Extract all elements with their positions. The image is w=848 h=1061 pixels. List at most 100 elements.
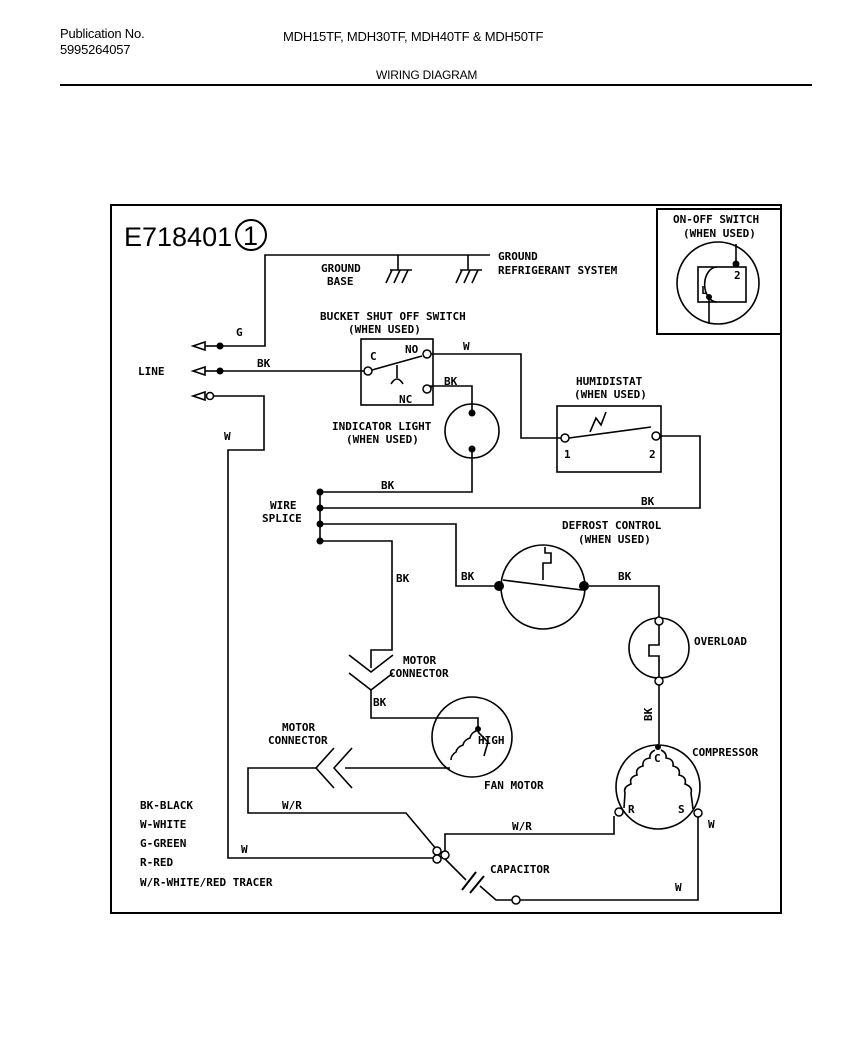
onoff-switch-box bbox=[656, 208, 782, 335]
legend-item: W/R-WHITE/RED TRACER bbox=[140, 876, 273, 889]
humidistat-arm bbox=[568, 426, 652, 439]
wire-splice-terminals bbox=[316, 488, 324, 545]
motor-connector-lower-label-2: CONNECTOR bbox=[268, 734, 328, 747]
wire-label-bk-fan: BK bbox=[373, 696, 387, 709]
humidistat-terminal-1-label: 1 bbox=[564, 448, 571, 461]
section-title: WIRING DIAGRAM bbox=[376, 68, 478, 82]
humidistat-title: HUMIDISTAT bbox=[576, 375, 643, 388]
diagram-id: E718401 bbox=[124, 222, 232, 252]
motor-connector-upper-label-2: CONNECTOR bbox=[389, 667, 449, 680]
wire-label-g: G bbox=[236, 326, 243, 339]
defrost-control-when-used: (WHEN USED) bbox=[578, 533, 651, 546]
wire-label-bk-defrost-out: BK bbox=[618, 570, 632, 583]
indicator-bk-wire bbox=[430, 385, 473, 413]
defrost-control-title: DEFROST CONTROL bbox=[562, 519, 662, 532]
bucket-switch-title: BUCKET SHUT OFF SWITCH bbox=[320, 310, 466, 323]
wire-label-w-line: W bbox=[224, 430, 231, 443]
defrost-control-body bbox=[500, 544, 586, 630]
motor-connector-upper bbox=[348, 654, 394, 708]
fan-motor-high-lead bbox=[477, 731, 489, 757]
legend-item: W-WHITE bbox=[140, 818, 186, 831]
capacitor-lead-right bbox=[479, 885, 512, 901]
humidistat-actuator bbox=[589, 411, 607, 433]
wire-label-bk-splice-1: BK bbox=[381, 479, 395, 492]
onoff-switch-rocker bbox=[697, 266, 747, 303]
indicator-to-splice-wire bbox=[320, 449, 473, 493]
publication-number: 5995264057 bbox=[60, 42, 131, 57]
compressor-terminal-r-label: R bbox=[628, 803, 635, 816]
wire-label-w-bottom: W bbox=[241, 843, 248, 856]
compressor-terminal-c bbox=[655, 744, 661, 750]
wire-label-bk-overload: BK bbox=[642, 707, 655, 721]
overload-terminal-top bbox=[654, 616, 664, 626]
humidistat-terminal-1 bbox=[560, 433, 570, 443]
wire-label-bk-motor: BK bbox=[396, 572, 410, 585]
wire-label-bk-line: BK bbox=[257, 357, 271, 370]
capacitor-lead-left bbox=[444, 858, 467, 881]
legend-item: BK-BLACK bbox=[140, 799, 193, 812]
capacitor-plate-2 bbox=[469, 875, 485, 894]
humidistat-body bbox=[556, 405, 662, 473]
bucket-switch-arm bbox=[371, 355, 423, 371]
motor-connector-lower-label-1: MOTOR bbox=[282, 721, 315, 734]
line-label: LINE bbox=[138, 365, 165, 378]
onoff-switch-title: ON-OFF SWITCH bbox=[673, 213, 759, 226]
onoff-switch-lever bbox=[703, 266, 718, 303]
compressor-terminal-s-label: S bbox=[678, 803, 685, 816]
humidistat-terminal-2 bbox=[651, 431, 661, 441]
humidistat-to-splice-wire bbox=[320, 435, 701, 509]
capacitor-wr-wire bbox=[444, 816, 615, 851]
overload-label: OVERLOAD bbox=[694, 635, 747, 648]
capacitor-out-terminal bbox=[511, 895, 521, 905]
bucket-terminal-nc bbox=[422, 384, 432, 394]
splice-to-defrost-wire bbox=[320, 523, 494, 587]
motor-connector-upper-label-1: MOTOR bbox=[403, 654, 436, 667]
ground-refrigerant-symbol bbox=[455, 255, 482, 284]
bucket-switch-actuator bbox=[390, 365, 404, 385]
wire-splice-label-1: WIRE bbox=[270, 499, 297, 512]
fan-motor-terminal-high bbox=[475, 726, 481, 732]
compressor-terminal-s bbox=[693, 808, 703, 818]
wire-label-wr-fan: W/R bbox=[282, 799, 302, 812]
wire-label-bk-defrost-in: BK bbox=[461, 570, 475, 583]
compressor-terminal-r bbox=[614, 807, 624, 817]
bucket-terminal-no bbox=[422, 349, 432, 359]
capacitor-terminal-a bbox=[432, 846, 442, 856]
bucket-terminal-c-label: C bbox=[370, 350, 377, 363]
capacitor-plate-1 bbox=[461, 871, 477, 891]
publication-label: Publication No. bbox=[60, 26, 145, 41]
compressor-terminal-c-label: C bbox=[654, 752, 661, 765]
capacitor-label: CAPACITOR bbox=[490, 863, 550, 876]
line-neutral-wire bbox=[214, 395, 437, 859]
capacitor-terminal-b bbox=[432, 854, 442, 864]
defrost-to-overload-wire bbox=[589, 585, 660, 620]
humidistat-terminal-2-label: 2 bbox=[649, 448, 656, 461]
header-rule bbox=[60, 84, 812, 86]
ground-wire bbox=[220, 254, 490, 347]
capacitor-terminal-c bbox=[440, 850, 450, 860]
ground-refrigerant-label-1: GROUND bbox=[498, 250, 538, 263]
ground-base-label-2: BASE bbox=[327, 275, 354, 288]
diagram-frame bbox=[110, 204, 782, 914]
fan-motor-winding bbox=[450, 730, 477, 761]
fan-motor-body bbox=[431, 696, 513, 778]
line-plug-pins bbox=[190, 340, 224, 402]
bucket-terminal-nc-label: NC bbox=[399, 393, 412, 406]
compressor-label: COMPRESSOR bbox=[692, 746, 759, 759]
compressor-run-winding bbox=[623, 749, 656, 809]
ground-base-symbol bbox=[385, 255, 412, 284]
sheet-circle bbox=[235, 219, 267, 251]
wire-label-wr-cap: W/R bbox=[512, 820, 532, 833]
onoff-terminal-l-label: L bbox=[701, 284, 708, 297]
legend-item: R-RED bbox=[140, 856, 173, 869]
wire-label-w-cap: W bbox=[675, 881, 682, 894]
motor-connector-to-fan-wire bbox=[370, 708, 479, 729]
overload-terminal-bottom bbox=[654, 676, 664, 686]
fan-motor-label: FAN MOTOR bbox=[484, 779, 544, 792]
splice-to-motor-wire bbox=[320, 540, 393, 668]
wire-label-bk-indicator: BK bbox=[444, 375, 458, 388]
fan-wr-wire bbox=[247, 767, 438, 851]
defrost-actuator bbox=[542, 547, 552, 580]
ground-base-label-1: GROUND bbox=[321, 262, 361, 275]
onoff-switch-when-used: (WHEN USED) bbox=[683, 227, 756, 240]
